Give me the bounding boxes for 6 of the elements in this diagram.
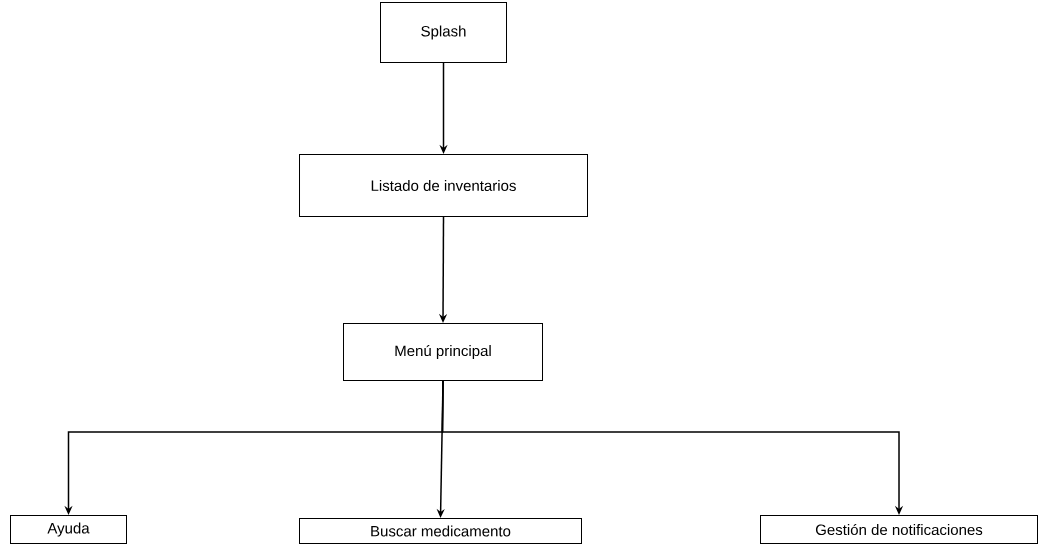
screen-box: Splash [380,2,507,63]
screen-box: Listado de inventarios [299,154,588,217]
screen-box: Buscar medicamento [299,518,582,544]
screen-box: Ayuda [10,515,127,544]
screen-box: Gestión de notificaciones [760,515,1038,544]
screen-box: Menú principal [343,323,543,381]
